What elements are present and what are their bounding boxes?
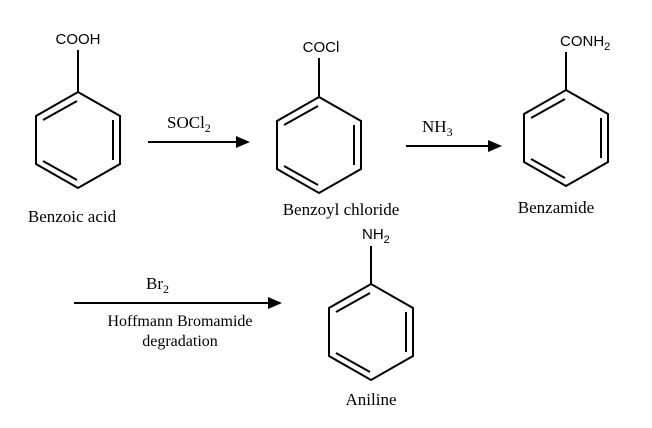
benzene-ring [523,88,609,188]
benzene-ring [328,282,414,382]
benzoyl-chloride-molecule: COCl Benzoyl chloride [276,39,400,219]
reaction-arrow-1: SOCl2 [148,113,250,148]
reagent-br2: Br2 [146,274,169,296]
reaction-arrow-3: Br2 Hoffmann Bromamide degradation [74,274,282,350]
cocl-group-label: COCl [303,39,340,56]
benzoic-acid-name: Benzoic acid [28,207,117,226]
cooh-group-label: COOH [56,31,101,48]
reaction-arrow-2: NH3 [406,117,502,152]
aniline-name: Aniline [346,390,397,409]
benzene-ring [35,90,121,190]
benzene-ring [276,95,362,195]
benzoic-acid-molecule: COOH Benzoic acid [28,31,121,226]
reagent-socl2: SOCl2 [167,113,211,135]
aniline-molecule: NH2 Aniline [328,226,414,409]
nh2-group-label: NH2 [362,226,390,246]
benzamide-name: Benzamide [518,198,594,217]
benzoyl-chloride-name: Benzoyl chloride [283,200,400,219]
reagent-nh3: NH3 [422,117,453,139]
condition-line-2: degradation [142,333,218,350]
conh2-group-label: CONH2 [560,33,610,53]
benzamide-molecule: CONH2 Benzamide [518,33,611,217]
condition-line-1: Hoffmann Bromamide [107,313,252,330]
